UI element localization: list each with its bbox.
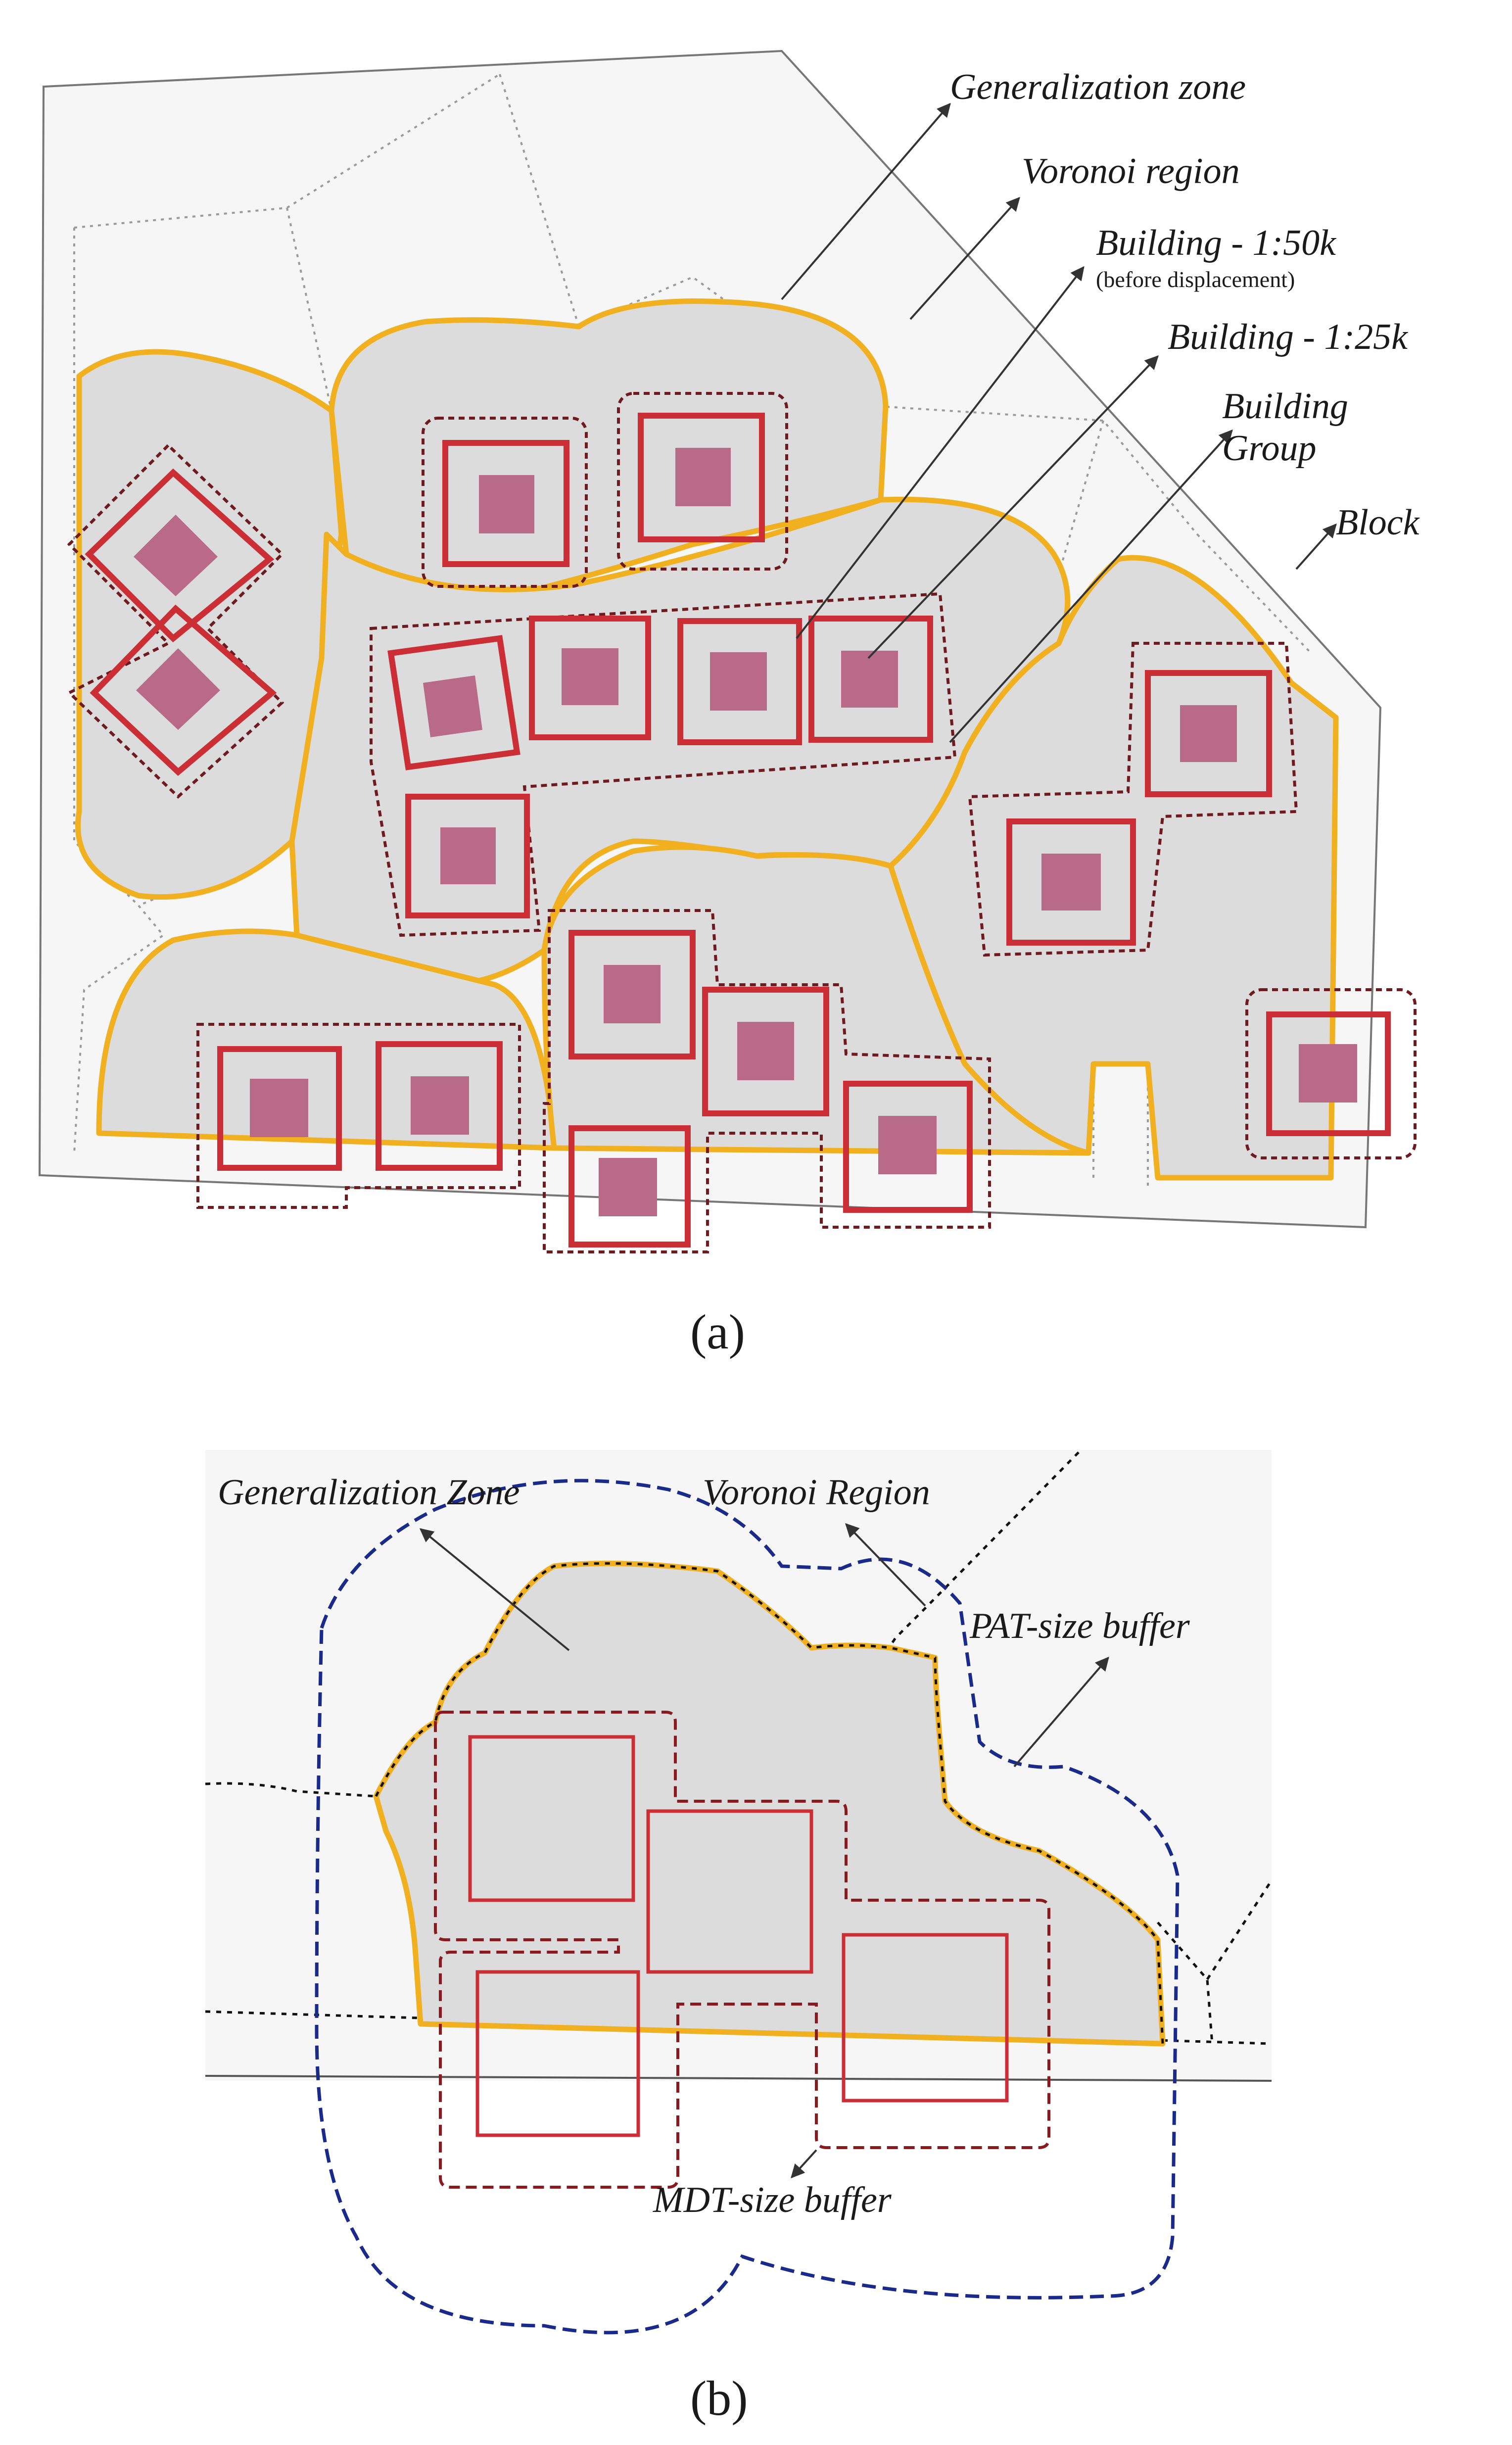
label-generalization-zone-b: Generalization Zone [218, 1472, 520, 1513]
building-25k [808, 616, 933, 743]
building-50k [710, 652, 767, 711]
building-25k [85, 468, 275, 643]
building-50k [423, 675, 482, 737]
building-50k [1041, 854, 1101, 911]
leader-lines-b [419, 1523, 1109, 2179]
building-50k [675, 448, 731, 506]
building-25k [842, 1933, 1009, 2103]
building-50k [737, 1022, 794, 1080]
building-group-buffers [66, 392, 1417, 1253]
building-50k [878, 1116, 937, 1174]
buildings-50k [134, 448, 1357, 1216]
mdt-size-buffer [434, 1711, 1050, 2189]
building-25k [475, 1970, 640, 2137]
label-building-25k: Building - 1:25k [1168, 317, 1408, 357]
building-25k [568, 930, 696, 1059]
building-25k [90, 604, 277, 776]
building-50k [136, 648, 220, 730]
zone-bottom-center [541, 844, 1091, 1156]
label-voronoi-region-b: Voronoi Region [703, 1472, 930, 1513]
building-50k [411, 1076, 469, 1135]
buildings-25k [85, 413, 1391, 1247]
pat-size-buffer [315, 1479, 1180, 2335]
building-25k [529, 616, 651, 740]
building-50k [440, 827, 496, 884]
building-50k [604, 965, 661, 1023]
zone-voronoi-overlay [375, 1562, 1164, 2044]
labels-a: Generalization zone Voronoi region Build… [950, 67, 1420, 543]
building-25k [646, 1809, 813, 1974]
label-mdt-buffer: MDT-size buffer [653, 2180, 892, 2220]
building-25k [442, 440, 569, 567]
building-50k [134, 515, 218, 596]
building-25k [217, 1046, 342, 1171]
label-building-group-2: Group [1222, 428, 1317, 469]
buildings-25k-b [468, 1735, 1009, 2137]
building-50k [250, 1079, 308, 1137]
building-25k [405, 794, 530, 918]
label-pat-buffer: PAT-size buffer [969, 1606, 1190, 1646]
label-voronoi-region: Voronoi region [1022, 151, 1240, 192]
building-25k [387, 635, 520, 770]
building-25k [468, 1735, 635, 1902]
label-building-50k-note: (before displacement) [1096, 267, 1295, 292]
building-25k [843, 1081, 973, 1213]
building-25k [1006, 818, 1136, 946]
leader-lines-a [781, 102, 1337, 743]
panel-b: Generalization Zone Voronoi Region PAT-s… [205, 1450, 1273, 2426]
labels-b: Generalization Zone Voronoi Region PAT-s… [218, 1472, 1190, 2220]
building-25k [702, 987, 829, 1116]
building-50k [841, 651, 898, 708]
building-25k [376, 1041, 503, 1171]
building-25k [677, 618, 802, 745]
building-25k [1145, 670, 1272, 797]
label-generalization-zone: Generalization zone [950, 67, 1246, 107]
building-50k [1180, 705, 1237, 762]
building-25k [638, 413, 765, 542]
building-50k [599, 1158, 657, 1216]
building-50k [479, 475, 534, 533]
building-25k [1266, 1011, 1391, 1136]
label-block: Block [1336, 502, 1420, 543]
voronoi-lines-b [205, 1451, 1273, 2045]
panel-a: Generalization zone Voronoi region Build… [38, 49, 1420, 1359]
label-building-group-1: Building [1222, 386, 1348, 427]
caption-b: (b) [690, 2371, 748, 2426]
building-50k [562, 648, 618, 705]
block-edge-b [205, 2075, 1272, 2082]
building-25k [568, 1125, 691, 1247]
caption-a: (a) [690, 1304, 745, 1359]
label-building-50k: Building - 1:50k [1096, 223, 1336, 263]
building-50k [1299, 1044, 1357, 1103]
